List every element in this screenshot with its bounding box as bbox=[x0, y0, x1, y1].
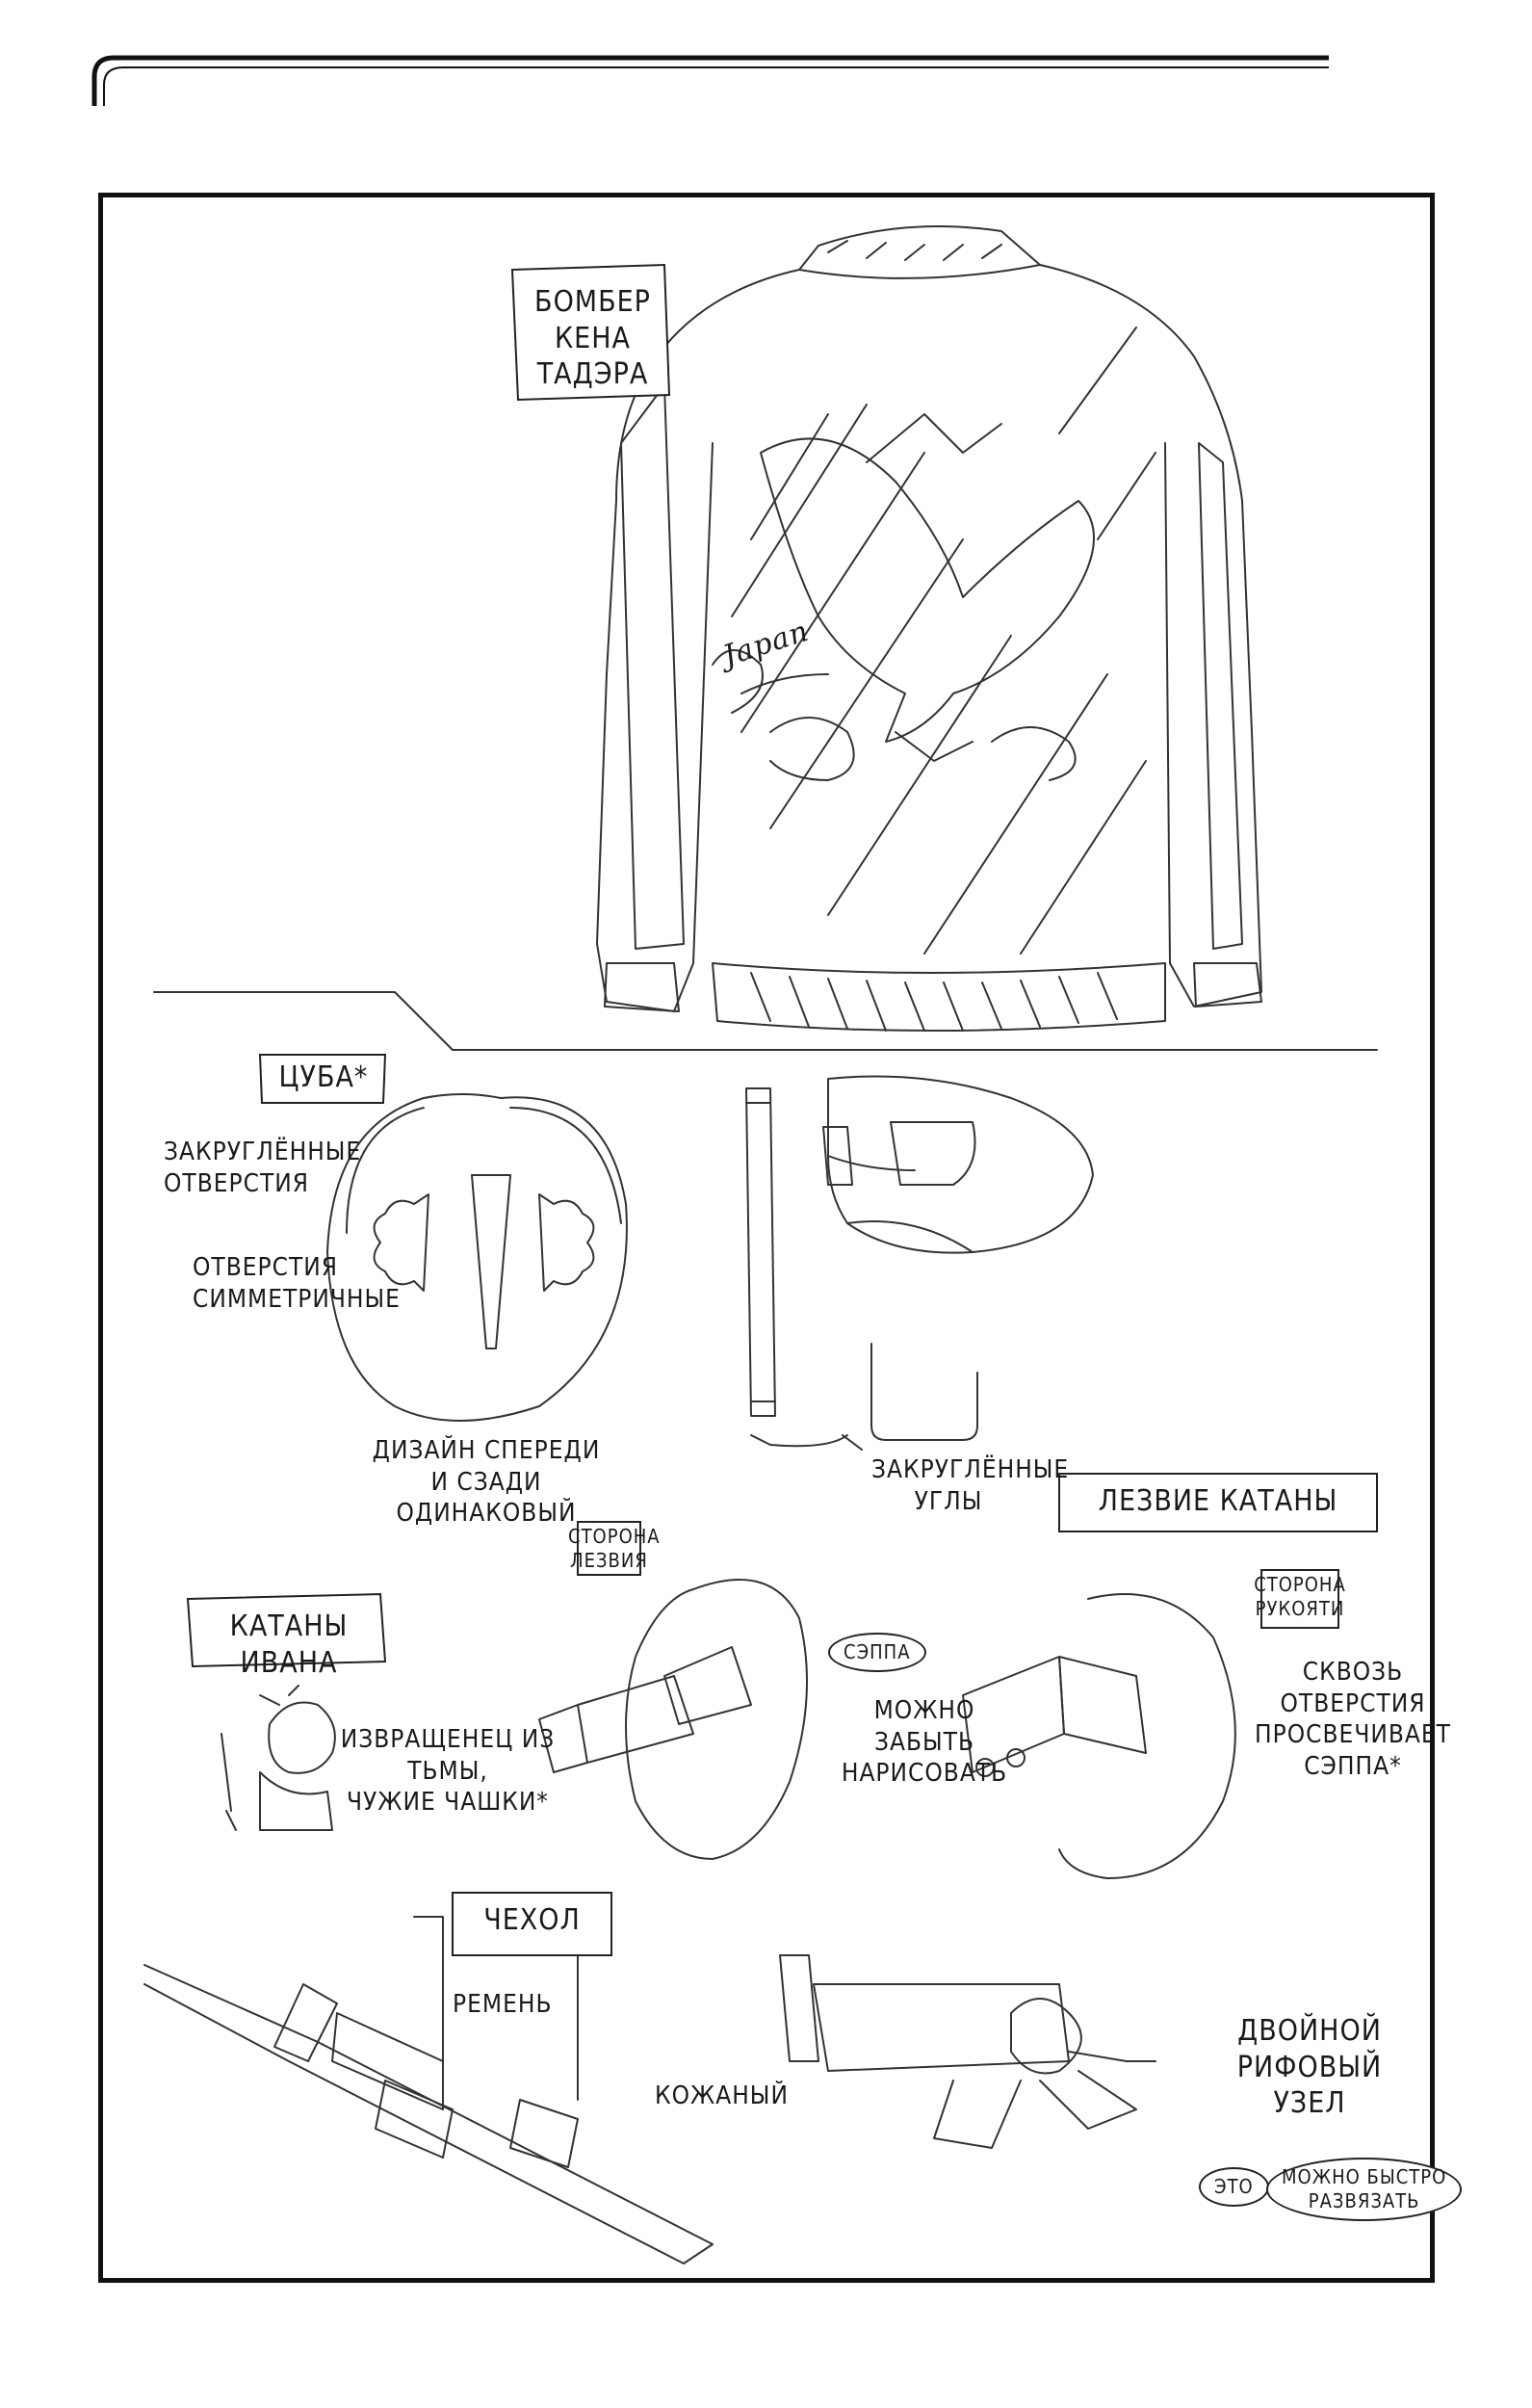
blade-forgot-note: МОЖНО ЗАБЫТЬ НАРИСОВАТЬ bbox=[841, 1696, 1008, 1788]
tsuba-note-rounded-holes: ЗАКРУГЛЁННЫЕ ОТВЕРСТИЯ bbox=[164, 1138, 362, 1198]
ivan-sketch bbox=[221, 1685, 336, 1831]
blade-side-handle: СТОРОНА РУКОЯТИ bbox=[1254, 1573, 1346, 1620]
sheath-sketch bbox=[143, 1916, 1156, 2264]
tsuba-front-sketch bbox=[326, 1093, 628, 1422]
blade-title: ЛЕЗВИЕ КАТАНЫ bbox=[1098, 1484, 1338, 1518]
blade-seppa: СЭППА bbox=[828, 1633, 926, 1672]
sheath-title: ЧЕХОЛ bbox=[483, 1903, 581, 1937]
ivan-title: КАТАНЫ ИВАНА bbox=[229, 1610, 349, 1680]
sheath-leather: КОЖАНЫЙ bbox=[655, 2081, 789, 2110]
tsuba-note-symmetric: ОТВЕРСТИЯ СИММЕТРИЧНЫЕ bbox=[193, 1253, 401, 1314]
tsuba-note-design: ДИЗАЙН СПЕРЕДИ И СЗАДИ ОДИНАКОВЫЙ bbox=[372, 1436, 601, 1528]
bomber-jacket-sketch bbox=[596, 225, 1262, 1032]
tsuba-note-corners: ЗАКРУГЛЁННЫЕ УГЛЫ bbox=[871, 1455, 1070, 1516]
blade-side-sketch bbox=[538, 1579, 1236, 1879]
sheath-quick-untie: МОЖНО БЫСТРО РАЗВЯЗАТЬ bbox=[1266, 2158, 1463, 2221]
sheath-knot: ДВОЙНОЙ РИФОВЫЙ УЗЕЛ bbox=[1236, 2014, 1383, 2120]
sheath-belt: РЕМЕНЬ bbox=[453, 1990, 553, 2019]
main-panel bbox=[98, 193, 1435, 2283]
tsuba-title: ЦУБА* bbox=[278, 1060, 369, 1094]
title-frame bbox=[91, 55, 1329, 106]
tsuba-side-sketch bbox=[745, 1075, 1094, 1451]
blade-through-hole-note: СКВОЗЬ ОТВЕРСТИЯ ПРОСВЕЧИВАЕТ СЭППА* bbox=[1255, 1658, 1451, 1781]
ivan-quote: ИЗВРАЩЕНЕЦ ИЗ ТЬМЫ, ЧУЖИЕ ЧАШКИ* bbox=[340, 1725, 556, 1817]
jacket-title: БОМБЕР КЕНА ТАДЭРА bbox=[534, 285, 651, 391]
sheath-this: ЭТО bbox=[1199, 2167, 1269, 2207]
blade-side-blade: СТОРОНА ЛЕЗВИЯ bbox=[568, 1525, 661, 1572]
